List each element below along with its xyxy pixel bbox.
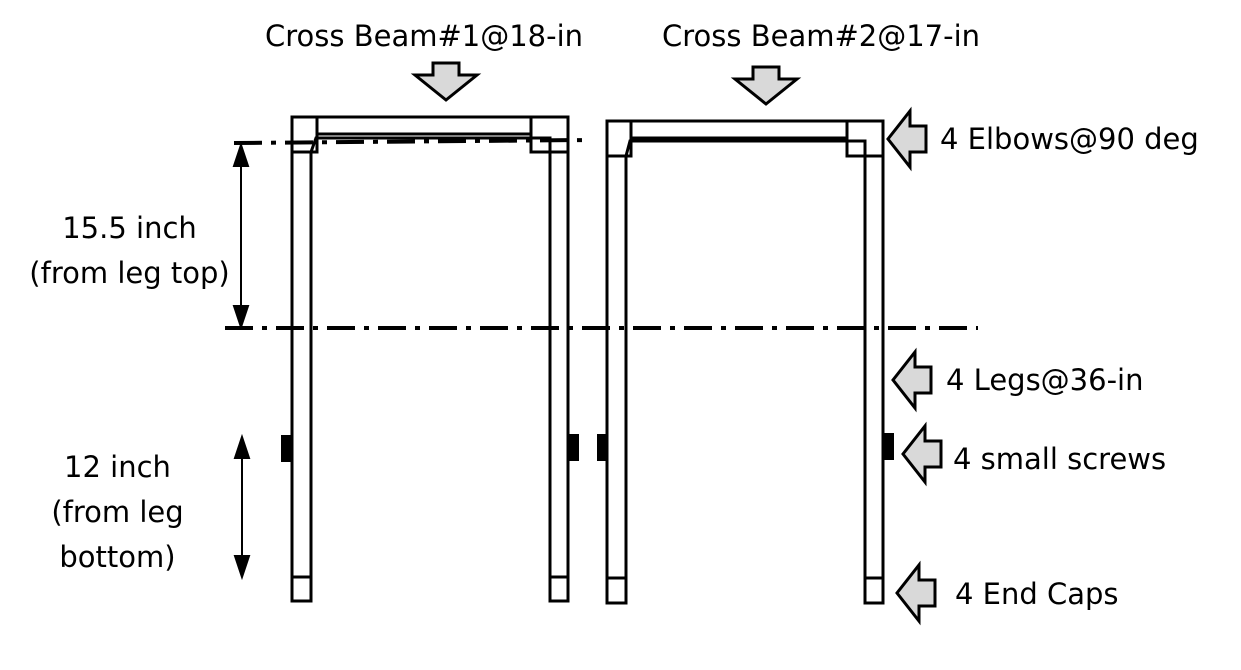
screws-arrow-icon xyxy=(901,421,943,487)
cross-beam-1-label: Cross Beam#1@18-in xyxy=(265,19,584,53)
end-cap-2a xyxy=(605,576,628,605)
top-reference-line xyxy=(233,138,591,145)
elbows-label: 4 Elbows@90 deg xyxy=(940,122,1199,156)
leg-1b xyxy=(548,150,570,579)
leg-2a xyxy=(605,154,628,580)
top-dimension-label: 15.5 inch (from leg top) xyxy=(29,211,230,290)
bottom-dimension-label: 12 inch (from leg bottom) xyxy=(51,450,184,574)
cross-beam-2-label: Cross Beam#2@17-in xyxy=(662,19,981,53)
legs-label: 4 Legs@36-in xyxy=(946,363,1144,397)
cross-beam-1 xyxy=(315,115,533,136)
screws-label: 4 small screws xyxy=(953,442,1167,476)
frame-1 xyxy=(290,115,570,603)
cross-beam-1-arrow-icon xyxy=(410,61,482,102)
screw-4 xyxy=(884,433,894,460)
leg-2b xyxy=(863,154,885,580)
screws xyxy=(281,433,894,462)
cross-beam-2-arrow-icon xyxy=(730,65,802,106)
leg-1a xyxy=(290,150,313,579)
end-cap-1a xyxy=(290,575,313,603)
screw-2 xyxy=(569,434,579,461)
end-caps-label: 4 End Caps xyxy=(955,577,1119,611)
legs-arrow-icon xyxy=(891,347,933,413)
frame-2 xyxy=(605,119,885,605)
frame-1-inner-line xyxy=(309,136,552,153)
frame-2-inner-line xyxy=(624,139,867,157)
end-cap-1b xyxy=(548,575,570,603)
screw-1 xyxy=(281,435,291,462)
end-caps-arrow-icon xyxy=(895,560,937,626)
bottom-dimension-arrow xyxy=(233,433,251,581)
cross-beam-2 xyxy=(629,119,849,140)
elbows-arrow-icon xyxy=(886,106,928,172)
screw-3 xyxy=(597,434,607,461)
top-dimension-arrow xyxy=(232,141,250,331)
end-cap-2b xyxy=(863,576,885,605)
